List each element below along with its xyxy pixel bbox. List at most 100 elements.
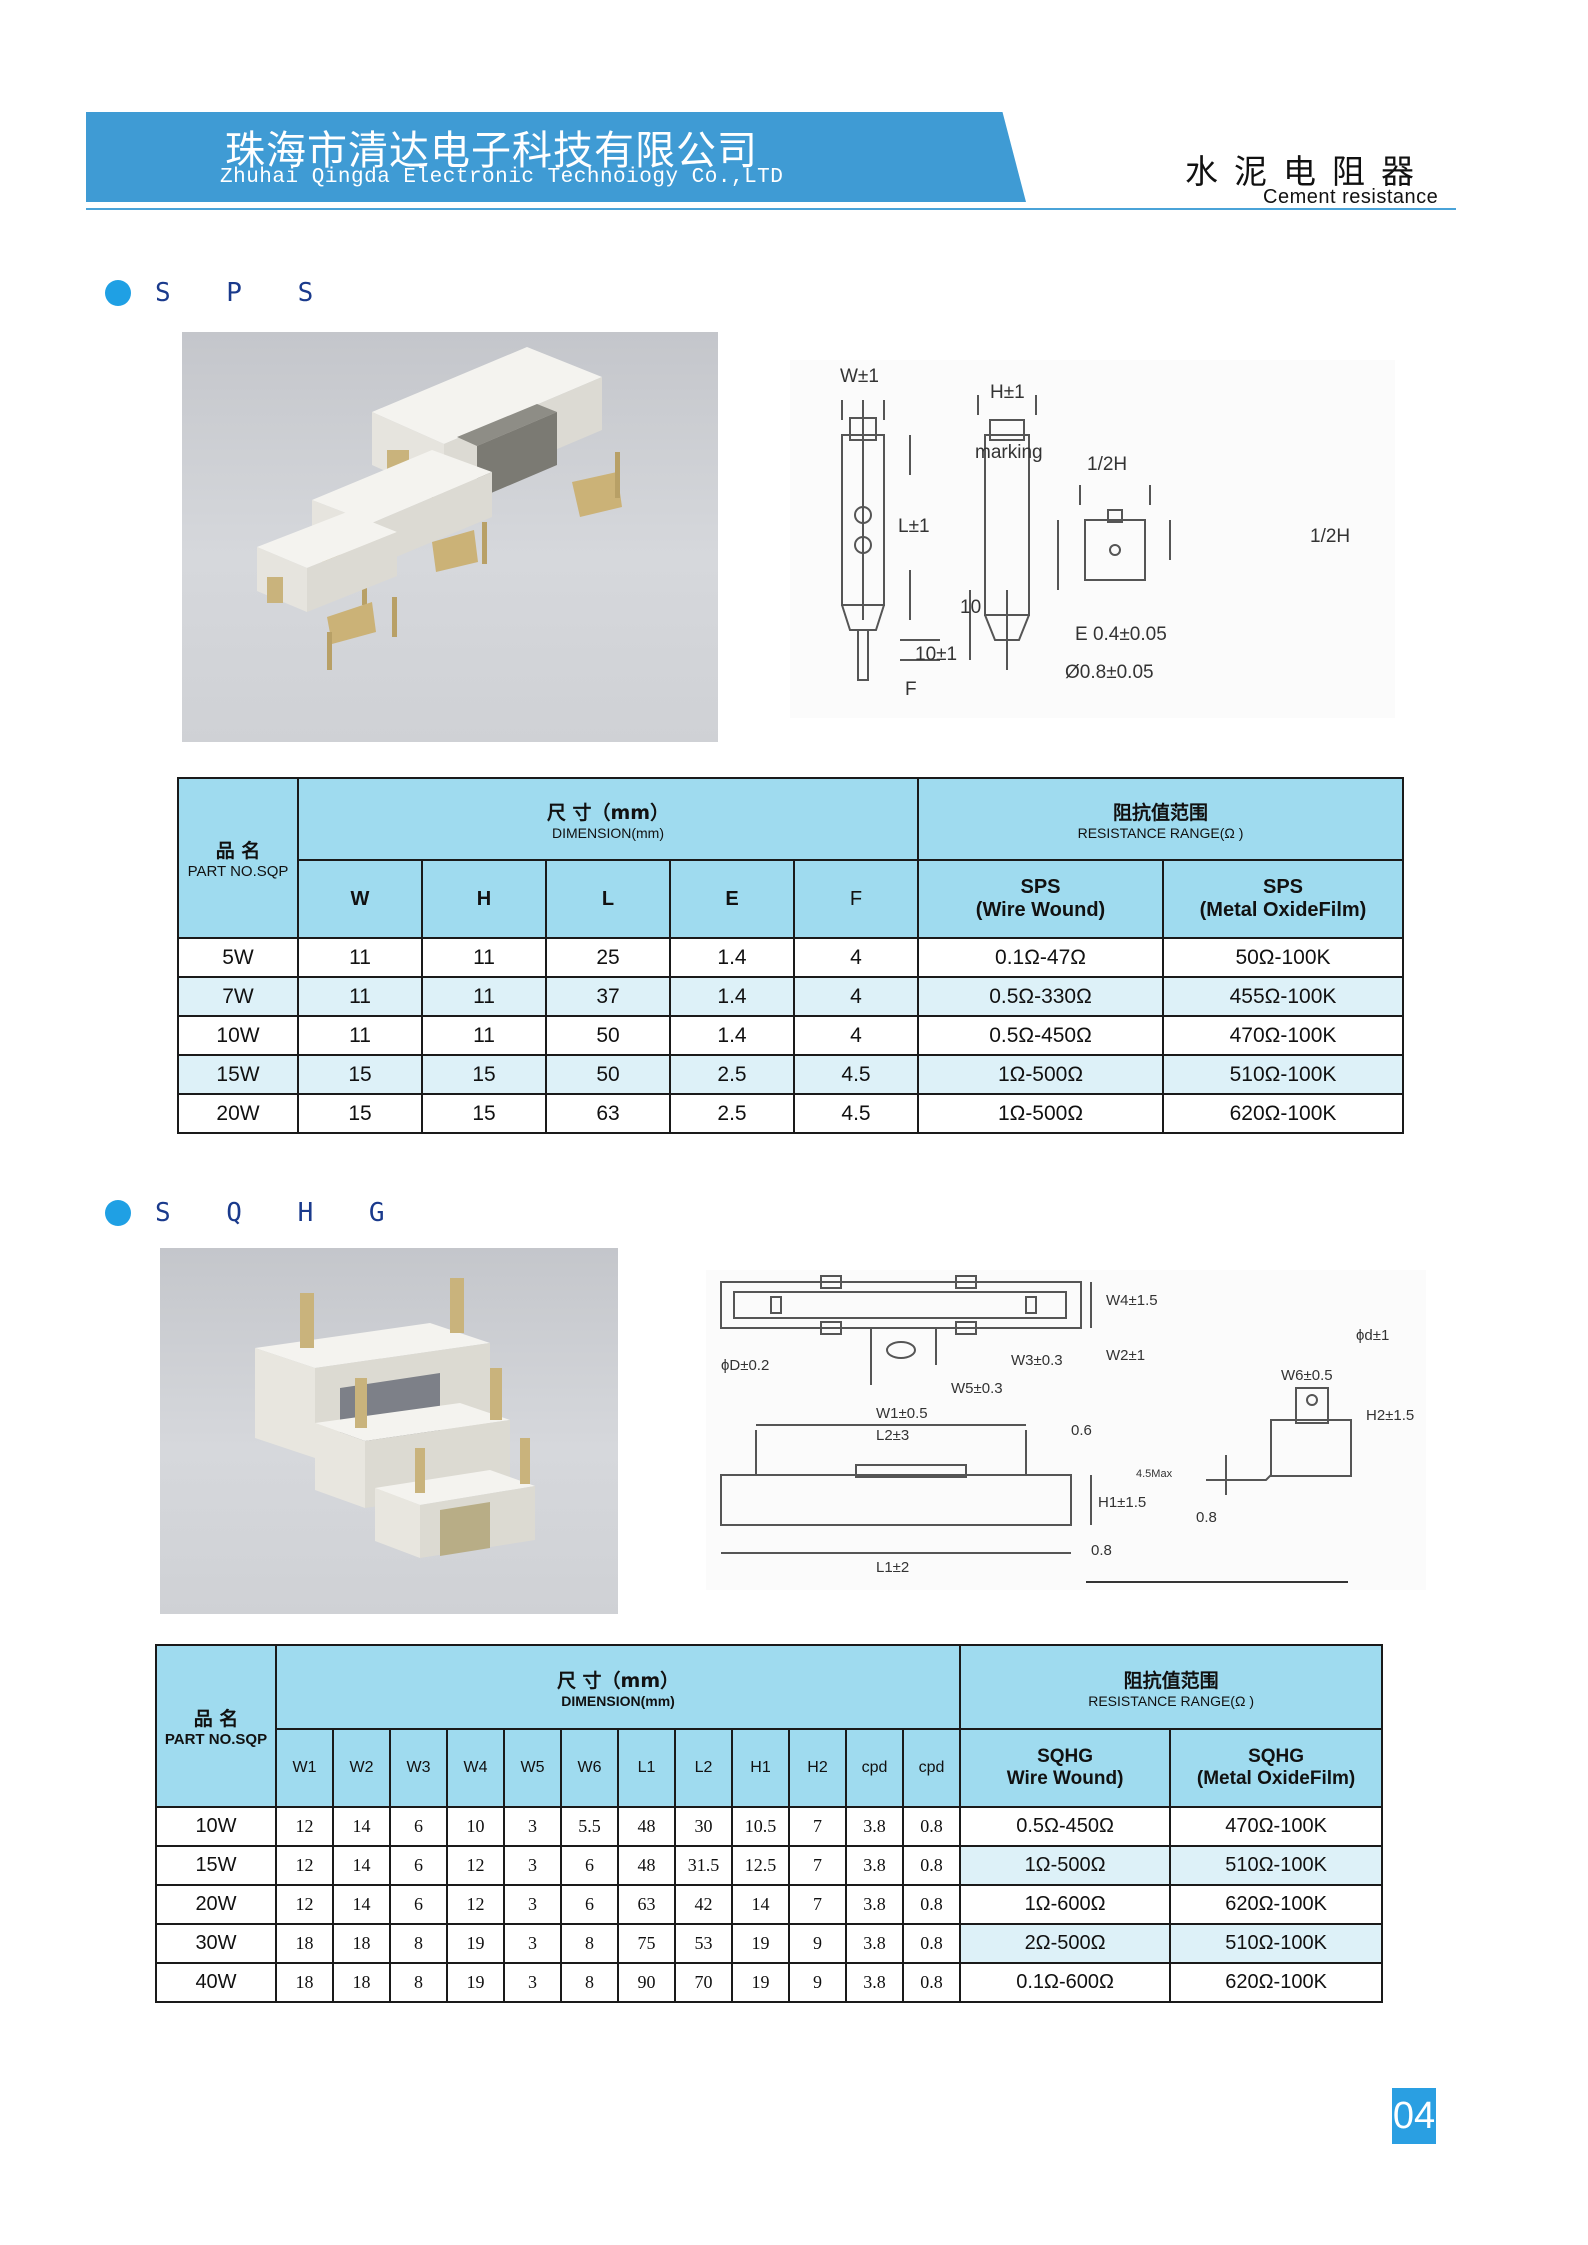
part-header-cn: 品 名 [215, 840, 261, 862]
cell-mo: 510Ω-100K [1162, 1054, 1404, 1095]
label-marking: marking [975, 442, 1043, 463]
cell: 3.8 [845, 1806, 904, 1847]
cell: 8 [389, 1923, 448, 1964]
cell: 18 [275, 1962, 334, 2003]
cell: 12 [275, 1845, 334, 1886]
cell: 10 [446, 1806, 505, 1847]
cell: 19 [446, 1962, 505, 2003]
label-h1: H1±1.5 [1098, 1494, 1146, 1511]
cell: 63 [617, 1884, 676, 1925]
bullet-dot-icon [105, 1200, 131, 1226]
sps-resistors-image [257, 347, 622, 670]
col-w1: W1 [275, 1728, 334, 1808]
row-part: 10W [155, 1806, 277, 1847]
table-row: 40W 18 18 8 19 3 8 90 70 19 9 3.8 0.8 0.… [155, 1962, 1384, 2003]
cell: 12 [275, 1806, 334, 1847]
cell: 14 [332, 1806, 391, 1847]
table-row: 7W 11 11 37 1.4 4 0.5Ω-330Ω 455Ω-100K [177, 976, 1404, 1017]
cell: 8 [560, 1923, 619, 1964]
col-h: H [421, 859, 547, 939]
col-ww-line1: SPS [1020, 876, 1061, 898]
company-name-cn: 珠海市清达电子科技有限公司 [225, 128, 758, 174]
cell: 48 [617, 1806, 676, 1847]
cell: 53 [674, 1923, 733, 1964]
cell: 12.5 [731, 1845, 790, 1886]
cell: 3 [503, 1845, 562, 1886]
resistance-header-en: RESISTANCE RANGE(Ω ) [1077, 824, 1244, 841]
table-row: 20W 15 15 63 2.5 4.5 1Ω-500Ω 620Ω-100K [177, 1093, 1404, 1134]
col-ww-line2: (Wire Wound) [975, 899, 1106, 921]
table-row: 20W 12 14 6 12 3 6 63 42 14 7 3.8 0.8 1Ω… [155, 1884, 1384, 1925]
bullet-dot-icon [105, 280, 131, 306]
cell: 3.8 [845, 1845, 904, 1886]
cell: 11 [297, 976, 423, 1017]
row-part: 15W [155, 1845, 277, 1886]
col-w: W [297, 859, 423, 939]
cell: 0.8 [901, 1806, 962, 1847]
row-part: 40W [155, 1962, 277, 2003]
cell: 18 [332, 1962, 391, 2003]
cell-mo: 510Ω-100K [1169, 1845, 1384, 1886]
label-d1: ϕd±1 [1356, 1327, 1389, 1344]
sqhg-resistors-image [255, 1278, 535, 1558]
cell: 15 [297, 1093, 423, 1134]
cell: 18 [275, 1923, 334, 1964]
cell: 4 [793, 976, 919, 1017]
cell: 70 [674, 1962, 733, 2003]
col-w2: W2 [332, 1728, 391, 1808]
col-mo-line1: SQHG [1248, 1746, 1305, 1767]
label-w4: W4±1.5 [1106, 1292, 1158, 1309]
cell: 63 [545, 1093, 671, 1134]
cell: 15 [421, 1093, 547, 1134]
part-header-cn: 品 名 [193, 1708, 239, 1730]
section-title-sps: S P S [155, 278, 334, 308]
cell: 4 [793, 937, 919, 978]
cell: 7 [788, 1845, 847, 1886]
cell: 2.5 [669, 1093, 795, 1134]
col-mo-line2: (Metal OxideFilm) [1196, 1768, 1356, 1789]
resistance-header-cn: 阻抗值范围 [1123, 1669, 1219, 1692]
cell: 9 [788, 1962, 847, 2003]
col-h1: H1 [731, 1728, 790, 1808]
cell-mo: 470Ω-100K [1169, 1806, 1384, 1847]
cell: 48 [617, 1845, 676, 1886]
part-no-header: 品 名 PART NO.SQP [177, 777, 299, 939]
col-wire-wound: SQHG Wire Wound) [959, 1728, 1172, 1808]
section-title-sqhg: S Q H G [155, 1198, 405, 1228]
row-part: 20W [177, 1093, 299, 1134]
cell: 4 [793, 1015, 919, 1056]
part-header-en: PART NO.SQP [164, 1731, 268, 1748]
sps-drawing-svg: W±1 H±1 marking L±1 1/2H 1/2H 10 10±1 E … [840, 366, 1350, 700]
label-p08a: 0.8 [1196, 1509, 1217, 1526]
cell: 15 [421, 1054, 547, 1095]
label-w6: W6±0.5 [1281, 1367, 1333, 1384]
cell-ww: 1Ω-500Ω [917, 1054, 1164, 1095]
cell-ww: 0.1Ω-47Ω [917, 937, 1164, 978]
cell: 30 [674, 1806, 733, 1847]
cell-mo: 510Ω-100K [1169, 1923, 1384, 1964]
header-rule [86, 208, 1456, 210]
doc-title-cn: 水泥电阻器 [1185, 152, 1430, 191]
cell: 42 [674, 1884, 733, 1925]
cell: 15 [297, 1054, 423, 1095]
cell: 90 [617, 1962, 676, 2003]
cell-ww: 0.5Ω-450Ω [917, 1015, 1164, 1056]
col-ww-line1: SQHG [1037, 1746, 1094, 1767]
label-h: H±1 [990, 382, 1025, 403]
cell: 14 [731, 1884, 790, 1925]
table-row: 10W 11 11 50 1.4 4 0.5Ω-450Ω 470Ω-100K [177, 1015, 1404, 1056]
col-ww-line2: Wire Wound) [1006, 1768, 1124, 1789]
cell: 12 [275, 1884, 334, 1925]
cell: 12 [446, 1845, 505, 1886]
dimension-header: 尺 寸（mm） DIMENSION(mm) [274, 1644, 962, 1730]
cell: 11 [297, 1015, 423, 1056]
cell-ww: 1Ω-500Ω [917, 1093, 1164, 1134]
sps-spec-table: 品 名 PART NO.SQP 尺 寸（mm） DIMENSION(mm) 阻抗… [177, 777, 1404, 1134]
table-row: 15W 15 15 50 2.5 4.5 1Ω-500Ω 510Ω-100K [177, 1054, 1404, 1095]
label-l: L±1 [898, 516, 930, 537]
cell: 2.5 [669, 1054, 795, 1095]
label-half-h-right: 1/2H [1310, 526, 1350, 547]
label-p06: 0.6 [1071, 1422, 1092, 1439]
label-w1: W1±0.5 [876, 1405, 928, 1422]
cell: 11 [421, 937, 547, 978]
